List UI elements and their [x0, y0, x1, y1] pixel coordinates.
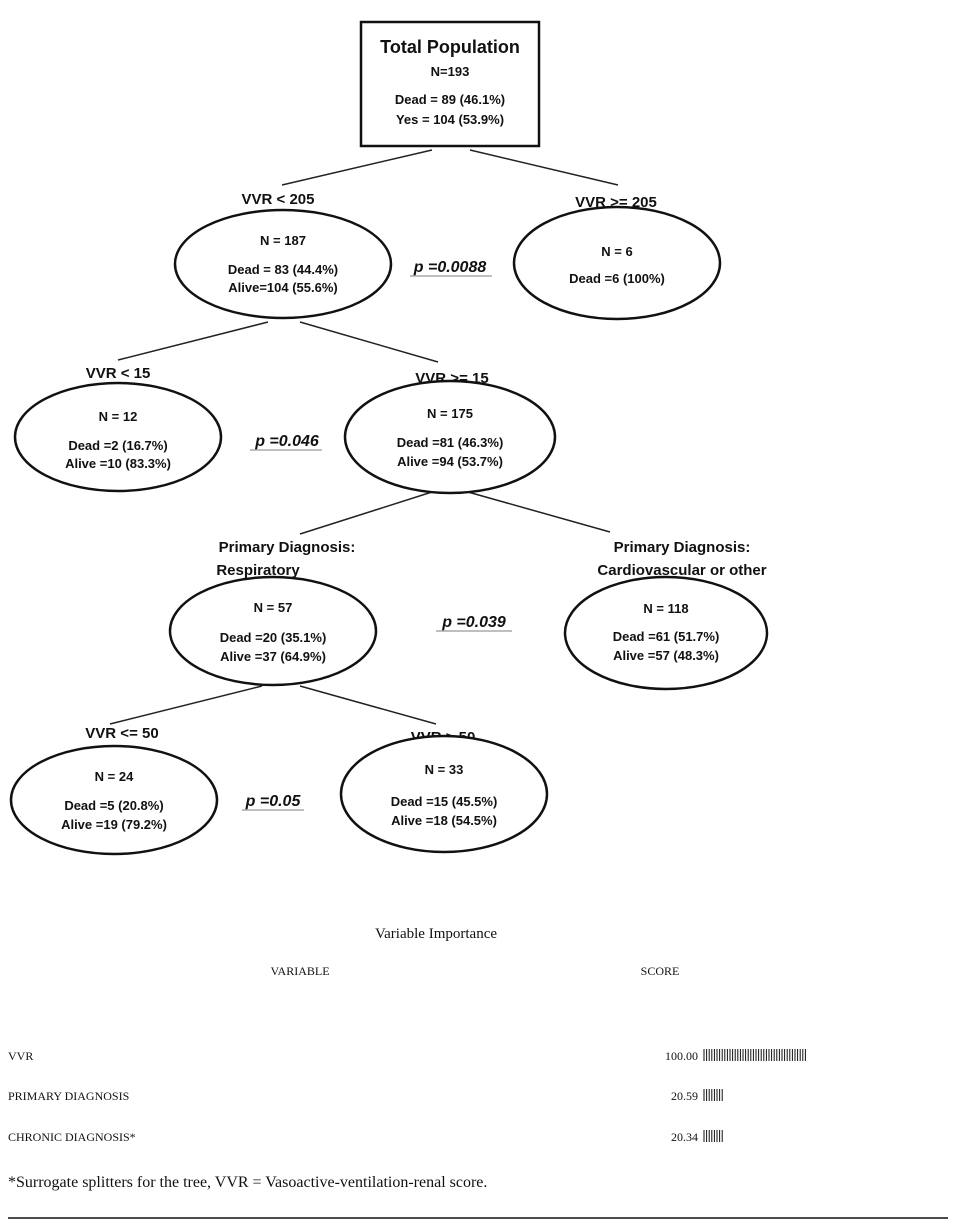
node-n33-alive: Alive =18 (54.5%): [391, 813, 497, 828]
importance-row-2-name: CHRONIC DIAGNOSIS*: [8, 1130, 136, 1144]
importance-row-0-bar: [703, 1049, 806, 1061]
split4-left-label: VVR <= 50: [85, 725, 158, 742]
importance-footnote: *Surrogate splitters for the tree, VVR =…: [8, 1174, 487, 1191]
root-node-box: [359, 20, 541, 148]
edge-split4-left: [109, 685, 263, 725]
split3-left-label-1: Primary Diagnosis:: [219, 539, 356, 556]
node-n175: [343, 379, 557, 495]
node-n175-n: N = 175: [427, 406, 473, 421]
importance-row-1-name: PRIMARY DIAGNOSIS: [8, 1089, 129, 1103]
node-n12-n: N = 12: [99, 409, 138, 424]
node-n118-n: N = 118: [643, 601, 688, 616]
edge-split3-left: [299, 491, 433, 535]
importance-row-1-bar: [703, 1089, 723, 1101]
node-n33-dead: Dead =15 (45.5%): [391, 794, 498, 809]
node-n187: [173, 208, 393, 320]
node-n33: [339, 734, 549, 854]
split1-left-label: VVR < 205: [242, 191, 315, 208]
root-alive: Yes = 104 (53.9%): [396, 112, 504, 127]
importance-row-0-name: VVR: [8, 1049, 33, 1063]
split3-left-label-2: Respiratory: [216, 562, 300, 579]
node-n187-alive: Alive=104 (55.6%): [228, 280, 337, 295]
edge-split2-right: [299, 321, 439, 363]
split3-right-label-2: Cardiovascular or other: [597, 562, 766, 579]
edge-split2-left: [117, 321, 269, 361]
importance-title: Variable Importance: [375, 926, 497, 942]
importance-col-score: SCORE: [641, 964, 680, 978]
node-n6: [512, 205, 722, 321]
node-n12-dead: Dead =2 (16.7%): [68, 438, 167, 453]
node-n175-alive: Alive =94 (53.7%): [397, 454, 503, 469]
node-n24: [9, 744, 219, 856]
importance-row-2-bar: [703, 1130, 723, 1142]
split2-p-value: p =0.046: [254, 433, 319, 450]
node-n57-alive: Alive =37 (64.9%): [220, 649, 326, 664]
node-n175-dead: Dead =81 (46.3%): [397, 435, 504, 450]
edge-split4-right: [299, 685, 437, 725]
edge-root-left: [281, 149, 433, 186]
split2-left-label: VVR < 15: [86, 365, 151, 382]
node-n33-n: N = 33: [425, 762, 464, 777]
edge-root-right: [469, 149, 619, 186]
node-n187-dead: Dead = 83 (44.4%): [228, 262, 338, 277]
node-n118-dead: Dead =61 (51.7%): [613, 629, 720, 644]
importance-col-variable: VARIABLE: [270, 964, 329, 978]
node-n187-n: N = 187: [260, 233, 306, 248]
root-n: N=193: [431, 64, 470, 79]
importance-row-1-score: 20.59: [671, 1089, 698, 1103]
root-dead: Dead = 89 (46.1%): [395, 92, 505, 107]
node-n24-alive: Alive =19 (79.2%): [61, 817, 167, 832]
importance-row-2-score: 20.34: [671, 1130, 698, 1144]
node-n57: [168, 575, 378, 687]
split3-p-value: p =0.039: [441, 614, 506, 631]
tree-connectors: [109, 149, 619, 725]
node-n6-dead: Dead =6 (100%): [569, 271, 665, 286]
importance-row-0-score: 100.00: [665, 1049, 698, 1063]
node-n118: [563, 575, 769, 691]
node-n24-dead: Dead =5 (20.8%): [64, 798, 163, 813]
split3-right-label-1: Primary Diagnosis:: [614, 539, 751, 556]
node-n24-n: N = 24: [95, 769, 134, 784]
node-n57-dead: Dead =20 (35.1%): [220, 630, 327, 645]
split1-p-value: p =0.0088: [413, 259, 487, 276]
edge-split3-right: [467, 491, 611, 533]
node-n118-alive: Alive =57 (48.3%): [613, 648, 719, 663]
root-title: Total Population: [380, 37, 520, 57]
split4-p-value: p =0.05: [245, 793, 302, 810]
node-n12-alive: Alive =10 (83.3%): [65, 456, 171, 471]
node-n6-n: N = 6: [601, 244, 632, 259]
node-n12: [13, 381, 223, 493]
node-n57-n: N = 57: [254, 600, 293, 615]
